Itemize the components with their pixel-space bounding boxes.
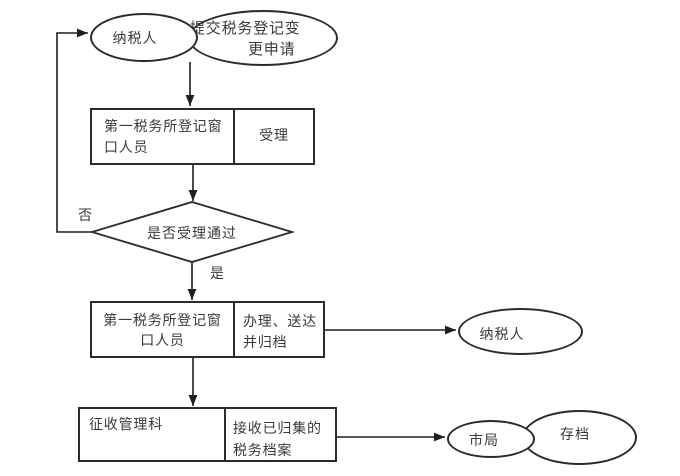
archive-actor-label: 征收管理科 [89,417,163,433]
accept-actor-cell: 第一税务所登记窗 口人员 [92,110,235,163]
accept-action-label: 受理 [259,128,289,144]
accept-step-box: 第一税务所登记窗 口人员 受理 [90,108,315,165]
archive-ellipse [522,410,637,465]
archive-step-box: 征收管理科 接收已归集的 税务档案 [78,407,337,462]
accept-actor-line2: 口人员 [104,140,149,156]
archive-action-cell: 接收已归集的 税务档案 [226,409,335,460]
city-bureau-label: 市局 [469,433,499,449]
result-taxpayer-label: 纳税人 [479,327,525,343]
accept-actor-line1: 第一税务所登记窗 [104,119,223,135]
decision-yes-label: 是 [210,266,225,282]
result-taxpayer-ellipse [458,308,583,355]
arrow-no-feedback-loop [56,28,92,233]
archive-action-line2: 税务档案 [233,443,293,459]
decision-no-label: 否 [78,208,93,224]
process-actor-cell: 第一税务所登记窗 口人员 [92,303,235,356]
archive-label: 存档 [560,427,590,443]
process-action-line2: 并归档 [243,335,288,351]
start-taxpayer-ellipse [90,13,198,62]
archive-action-line1: 接收已归集的 [233,421,322,437]
decision-question-label: 是否受理通过 [147,226,237,242]
process-actor-line1: 第一税务所登记窗 [103,313,222,329]
start-taxpayer-label: 纳税人 [112,31,158,47]
archive-actor-cell: 征收管理科 [80,409,226,460]
process-action-line1: 办理、送达 [243,314,317,330]
process-actor-line2: 口人员 [140,333,185,349]
submit-request-label-line2: 更申请 [248,40,296,58]
city-bureau-ellipse [447,420,535,458]
process-action-cell: 办理、送达 并归档 [235,303,323,356]
decision-diamond [88,201,296,263]
process-step-box: 第一税务所登记窗 口人员 办理、送达 并归档 [90,301,325,358]
submit-request-label-line1: 提交税务登记变 [190,19,301,37]
accept-action-cell: 受理 [235,110,313,163]
